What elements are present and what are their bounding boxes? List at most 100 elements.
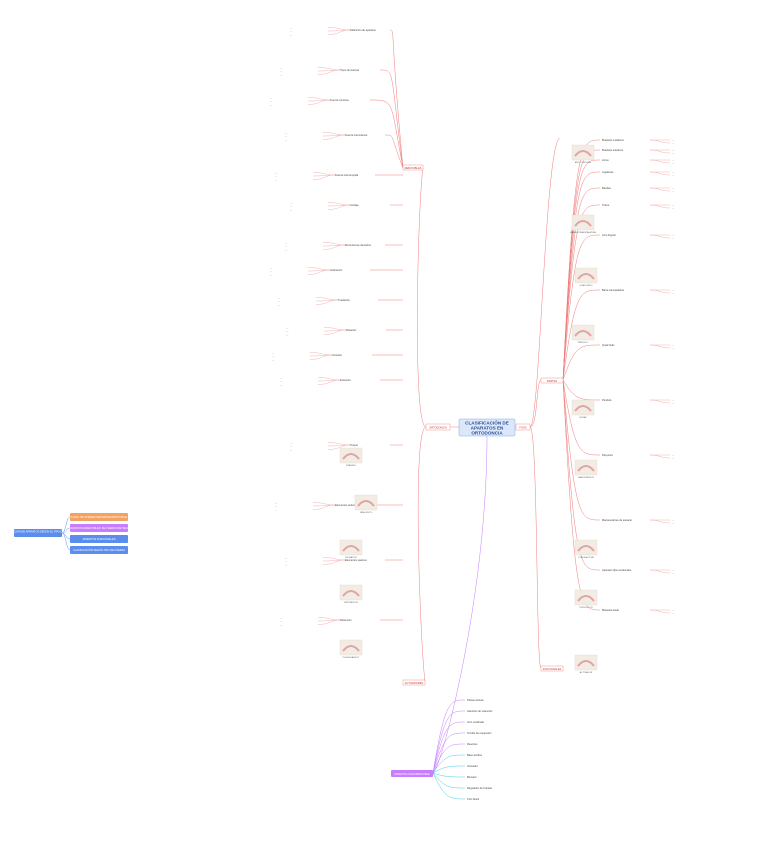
leaf-text[interactable]: — xyxy=(672,143,675,145)
leaf-text[interactable]: — xyxy=(290,446,293,448)
leaf-text[interactable]: — xyxy=(672,208,675,210)
leaf-text[interactable]: — xyxy=(672,570,675,572)
left-topic[interactable]: Definición de aparatos xyxy=(350,28,377,32)
leaf-text[interactable]: — xyxy=(270,104,273,106)
leaf-text[interactable]: — xyxy=(280,74,283,76)
leaf-text[interactable]: — xyxy=(672,238,675,240)
leaf-text[interactable]: — xyxy=(290,449,293,451)
right-main-branch[interactable]: FIJOS xyxy=(515,423,531,431)
leaf-text[interactable]: — xyxy=(275,509,278,511)
leaf-text[interactable]: — xyxy=(672,458,675,460)
left-topic[interactable]: Anclaje xyxy=(350,203,359,207)
leaf-text[interactable]: — xyxy=(270,97,273,99)
bottom-main-branch[interactable]: APARATOLOGÍA REMOVIBLE xyxy=(391,770,433,777)
bottom-topic[interactable]: Bionator xyxy=(467,775,477,779)
leaf-text[interactable]: — xyxy=(290,202,293,204)
leaf-text[interactable]: — xyxy=(285,136,288,138)
leaf-text[interactable]: — xyxy=(275,179,278,181)
bottom-topic[interactable]: Regulador de Frankel xyxy=(467,786,492,790)
leaf-text[interactable]: — xyxy=(672,150,675,152)
left-topic[interactable]: Elementos activos xyxy=(335,503,357,507)
leaf-text[interactable]: — xyxy=(672,175,675,177)
leaf-text[interactable]: — xyxy=(285,246,288,248)
bottom-topic[interactable]: Twin block xyxy=(467,797,480,801)
right-topic[interactable]: Brackets estéticos xyxy=(602,148,624,152)
leaf-text[interactable]: — xyxy=(672,191,675,193)
leaf-text[interactable]: — xyxy=(270,274,273,276)
leaf-text[interactable]: — xyxy=(280,71,283,73)
right-topic[interactable]: Arcos xyxy=(602,158,609,162)
leaf-text[interactable]: — xyxy=(285,242,288,244)
root-node[interactable]: CLASIFICACIÓN DE APARATOS EN ORTODONCIA xyxy=(458,419,516,437)
leaf-text[interactable]: — xyxy=(672,140,675,142)
leaf-text[interactable]: — xyxy=(672,345,675,347)
leaf-text[interactable]: — xyxy=(286,327,289,329)
right-topic[interactable]: Quad helix xyxy=(602,343,615,347)
leaf-text[interactable]: — xyxy=(672,290,675,292)
leaf-text[interactable]: — xyxy=(672,610,675,612)
leaf-text[interactable]: — xyxy=(285,132,288,134)
bottom-topic[interactable]: Base acrílica xyxy=(467,753,482,757)
left-topic[interactable]: Movimientos dentarios xyxy=(345,243,372,247)
right-topic[interactable]: Brackets metálicos xyxy=(602,138,624,142)
bottom-topic[interactable]: Ganchos de retención xyxy=(467,709,493,713)
left-topic[interactable]: Intrusión xyxy=(332,353,343,357)
leaf-text[interactable]: — xyxy=(286,334,289,336)
leaf-text[interactable]: — xyxy=(290,27,293,29)
leaf-text[interactable]: — xyxy=(275,502,278,504)
left-topic[interactable]: Fuerza intermitente xyxy=(345,133,368,137)
leaf-text[interactable]: — xyxy=(275,176,278,178)
leaf-text[interactable]: — xyxy=(672,163,675,165)
right-topic[interactable]: Aparatos fijos extraorales xyxy=(602,568,632,572)
leaf-text[interactable]: — xyxy=(285,564,288,566)
leaf-text[interactable]: — xyxy=(672,573,675,575)
leaf-text[interactable]: — xyxy=(280,624,283,626)
right-topic[interactable]: Disyuntor xyxy=(602,453,613,457)
leaf-text[interactable]: — xyxy=(278,301,281,303)
right-topic[interactable]: Mantenedores de espacio xyxy=(602,518,632,522)
leaf-text[interactable]: — xyxy=(672,523,675,525)
leaf-text[interactable]: — xyxy=(280,617,283,619)
left-topic[interactable]: Fuerza interrumpida xyxy=(335,173,359,177)
leaf-text[interactable]: — xyxy=(280,384,283,386)
leaf-text[interactable]: — xyxy=(672,613,675,615)
right-topic[interactable]: Máscara facial xyxy=(602,608,619,612)
leaf-text[interactable]: — xyxy=(290,209,293,211)
leaf-text[interactable]: — xyxy=(278,297,281,299)
leaf-text[interactable]: — xyxy=(280,67,283,69)
leaf-text[interactable]: — xyxy=(672,172,675,174)
leaf-text[interactable]: — xyxy=(672,455,675,457)
leaf-text[interactable]: — xyxy=(290,34,293,36)
leaf-text[interactable]: — xyxy=(272,352,275,354)
leaf-text[interactable]: — xyxy=(272,359,275,361)
leaf-text[interactable]: — xyxy=(672,160,675,162)
leaf-text[interactable]: — xyxy=(290,31,293,33)
left-main-branch[interactable]: ORTODONCIA xyxy=(425,423,451,431)
leaf-text[interactable]: — xyxy=(672,153,675,155)
leaf-text[interactable]: — xyxy=(672,235,675,237)
right-topic[interactable]: Péndulo xyxy=(602,398,612,402)
bottom-topic[interactable]: Placas activas xyxy=(467,698,484,702)
leaf-text[interactable]: — xyxy=(272,356,275,358)
leaf-text[interactable]: — xyxy=(270,267,273,269)
leaf-text[interactable]: — xyxy=(285,557,288,559)
leaf-text[interactable]: — xyxy=(286,331,289,333)
bottom-topic[interactable]: Activador xyxy=(467,764,478,768)
left-topic[interactable]: Extrusión xyxy=(340,378,351,382)
left-topic[interactable]: Torque xyxy=(350,443,358,447)
right-topic[interactable]: Tubos xyxy=(602,203,610,207)
activadores-branch[interactable]: ACTIVADORES xyxy=(402,679,426,686)
leaf-text[interactable]: — xyxy=(278,304,281,306)
leaf-text[interactable]: — xyxy=(290,206,293,208)
leaf-text[interactable]: — xyxy=(270,101,273,103)
leaf-text[interactable]: — xyxy=(275,506,278,508)
left-topic[interactable]: Traslación xyxy=(338,298,350,302)
leaf-text[interactable]: — xyxy=(285,561,288,563)
funcionales-branch[interactable]: FUNCIONALES xyxy=(540,665,564,672)
left-topic[interactable]: Fuerza continua xyxy=(330,98,349,102)
leaf-text[interactable]: — xyxy=(672,205,675,207)
right-topic[interactable]: Arco lingual xyxy=(602,233,616,237)
leaf-text[interactable]: — xyxy=(672,293,675,295)
leaf-text[interactable]: — xyxy=(270,271,273,273)
leaf-text[interactable]: — xyxy=(672,403,675,405)
